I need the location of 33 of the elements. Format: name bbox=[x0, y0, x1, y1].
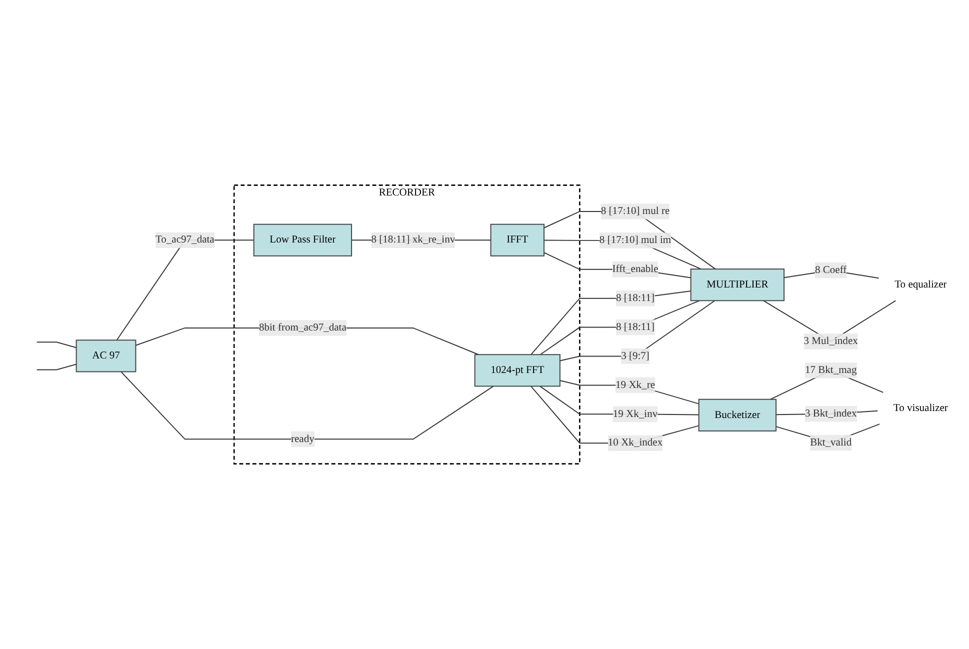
connector bbox=[530, 290, 692, 356]
edge-label: 8 [17:10] mul im bbox=[599, 234, 672, 246]
edge-label: Ifft_enable bbox=[612, 263, 658, 275]
connector bbox=[36, 342, 77, 348]
edge-label: 17 Bkt_mag bbox=[804, 364, 857, 376]
edge-label: Bkt_valid bbox=[810, 436, 852, 448]
node-box: Bucketizer bbox=[698, 398, 777, 432]
connector bbox=[559, 300, 716, 362]
node-box: MULTIPLIER bbox=[690, 268, 785, 302]
edge-label: 3 Bkt_index bbox=[804, 408, 857, 420]
connector bbox=[544, 252, 692, 278]
edge-label: 8 [18:11] bbox=[616, 321, 655, 333]
node-box: Low Pass Filter bbox=[253, 224, 352, 256]
edge-label: 3 [9:7] bbox=[621, 350, 650, 362]
edge-label: 10 Xk_index bbox=[608, 437, 663, 448]
node-text: To equalizer bbox=[894, 278, 947, 290]
node-box: AC 97 bbox=[76, 340, 136, 372]
edge-label: ready bbox=[290, 433, 314, 444]
node-box: IFFT bbox=[490, 224, 544, 256]
edge-label: 3 Mul_index bbox=[804, 336, 858, 347]
node-box: 1024-pt FFT bbox=[474, 354, 560, 387]
edge-label: 8bit from_ac97_data bbox=[258, 322, 346, 334]
connector bbox=[120, 371, 494, 440]
edge-label: 8 Coeff bbox=[814, 264, 847, 276]
edge-label: 19 Xk_inv bbox=[612, 408, 658, 420]
node-text: To visualizer bbox=[893, 402, 948, 414]
edge-label: 8 [18:11] xk_re_inv bbox=[371, 234, 456, 246]
connector bbox=[540, 300, 700, 356]
edge-label: To_ac97_data bbox=[155, 234, 214, 246]
connector bbox=[36, 364, 77, 370]
edge-label: 19 Xk_re bbox=[616, 379, 655, 390]
edge-label: 8 [18:11] bbox=[616, 292, 655, 304]
edge-label: 8 [17:10] mul re bbox=[600, 206, 670, 217]
